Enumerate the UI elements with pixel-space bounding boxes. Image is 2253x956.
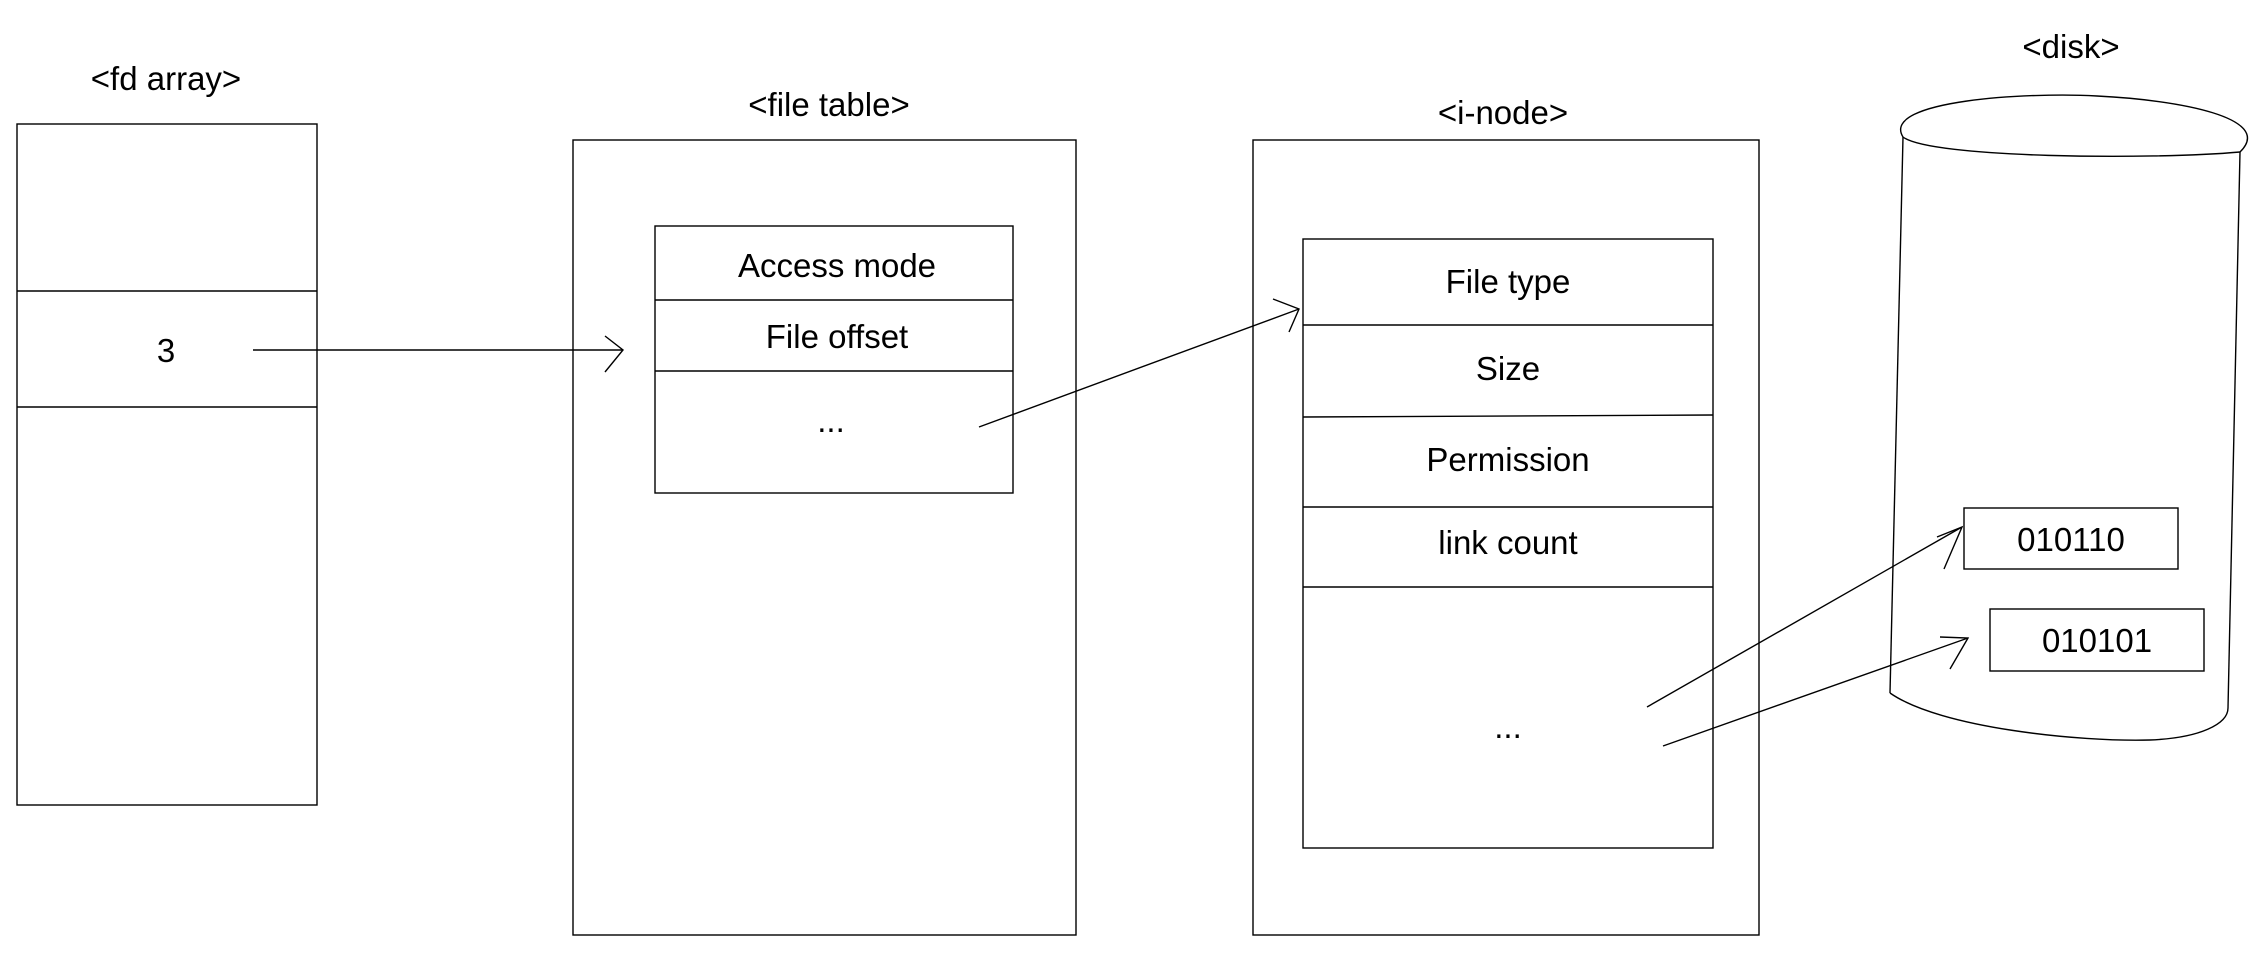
field-permission: Permission [1426,441,1589,478]
disk-block-bits: 010101 [2042,622,2152,659]
disk-top [1902,136,2241,158]
disk-top [1899,94,2249,153]
fd-array-label: <fd array> [91,60,241,97]
file-table-label: <file table> [748,86,909,123]
field-size: Size [1476,350,1540,387]
disk-side [2227,151,2241,709]
file-table-entry [654,225,1014,494]
inode: <i-node> File type Size Permission link … [1252,94,1760,936]
file-table: <file table> Access mode File offset ... [572,86,1077,936]
inode-entry [1302,238,1714,849]
disk: <disk> 010110 010101 [1889,28,2249,741]
arrows [253,298,1970,747]
disk-block [1989,608,2205,672]
field-access-mode: Access mode [738,247,936,284]
arrow-file-table-to-inode [978,298,1300,428]
field-ellipsis: ... [817,402,845,439]
arrow-inode-to-block-1 [1646,525,1964,708]
fd-array-box [16,123,318,806]
disk-side [1889,136,1904,694]
field-link-count: link count [1438,524,1577,561]
fd-array: <fd array> 3 [16,60,318,806]
inode-label: <i-node> [1438,94,1568,131]
disk-block-bits: 010110 [2017,521,2125,558]
arrow-inode-to-block-2 [1662,636,1970,747]
disk-label: <disk> [2022,28,2119,65]
fd-array-entry: 3 [157,332,175,369]
field-file-offset: File offset [766,318,908,355]
field-file-type: File type [1446,263,1571,300]
inode-entry-divider [1302,414,1714,418]
arrow-fd-to-file-table [253,335,624,373]
disk-block [1963,507,2179,570]
field-ellipsis: ... [1494,708,1522,745]
disk-bottom [1889,692,2229,741]
